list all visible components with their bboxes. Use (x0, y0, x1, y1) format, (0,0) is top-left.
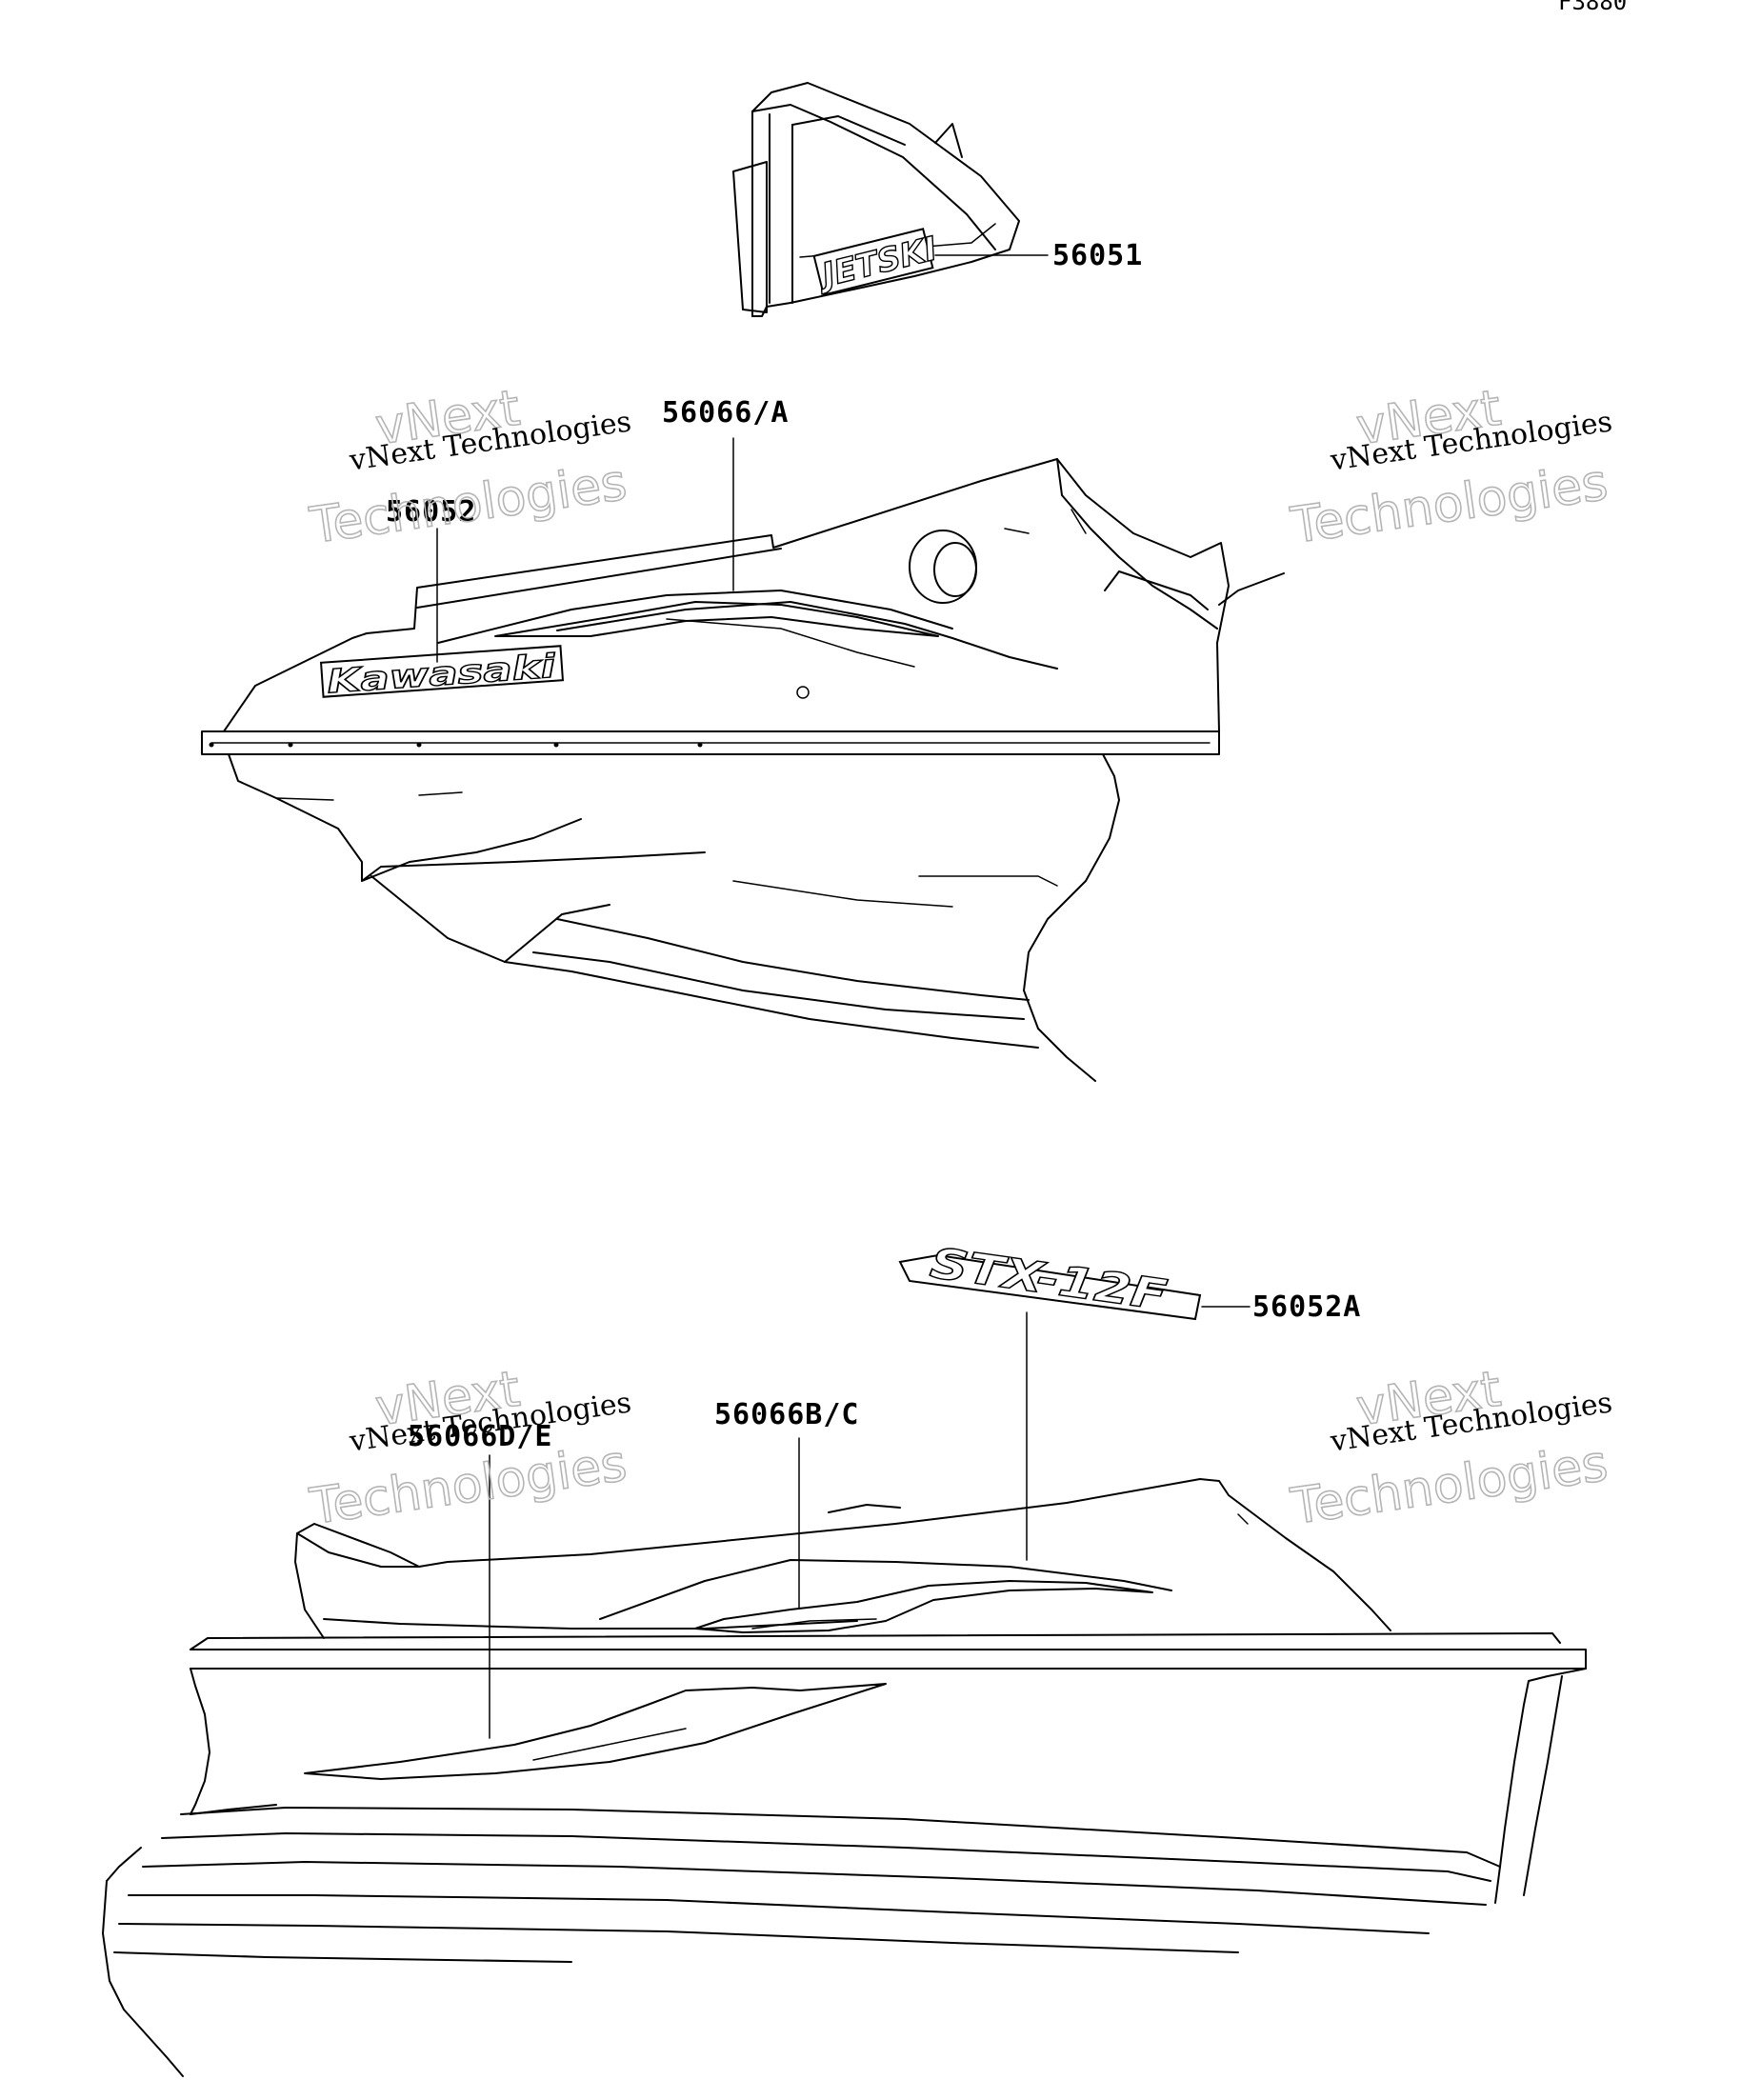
callout-56066-a: 56066/A (662, 396, 789, 430)
stx-decal-text: STX-12F (928, 1239, 1171, 1320)
callout-56066d-e: 56066D/E (408, 1420, 553, 1453)
watermark-bottom-right: vNext vNext Technologies Technologies (1287, 1360, 1614, 1537)
watermark-top-right: vNext vNext Technologies Technologies (1287, 379, 1614, 556)
kawasaki-decal-text: Kawasaki (326, 648, 558, 702)
watermark-bottom-left: vNext vNext Technologies Technologies (306, 1360, 633, 1537)
callout-56066b-c: 56066B/C (714, 1398, 860, 1431)
callout-56052a: 56052A (1252, 1290, 1361, 1324)
deck-side-drawing (201, 458, 1285, 1082)
stx-decal: STX-12F (898, 1238, 1202, 1321)
callout-56051: 56051 (1052, 239, 1143, 272)
hull-side-drawing (102, 1478, 1587, 2077)
figure-code: F3880 (1558, 0, 1627, 15)
kawasaki-decal: Kawasaki (319, 645, 565, 702)
watermark-top-left: vNext vNext Technologies Technologies (306, 379, 633, 556)
jetski-decal: JETSKI (812, 228, 942, 297)
callout-56052: 56052 (386, 495, 476, 529)
